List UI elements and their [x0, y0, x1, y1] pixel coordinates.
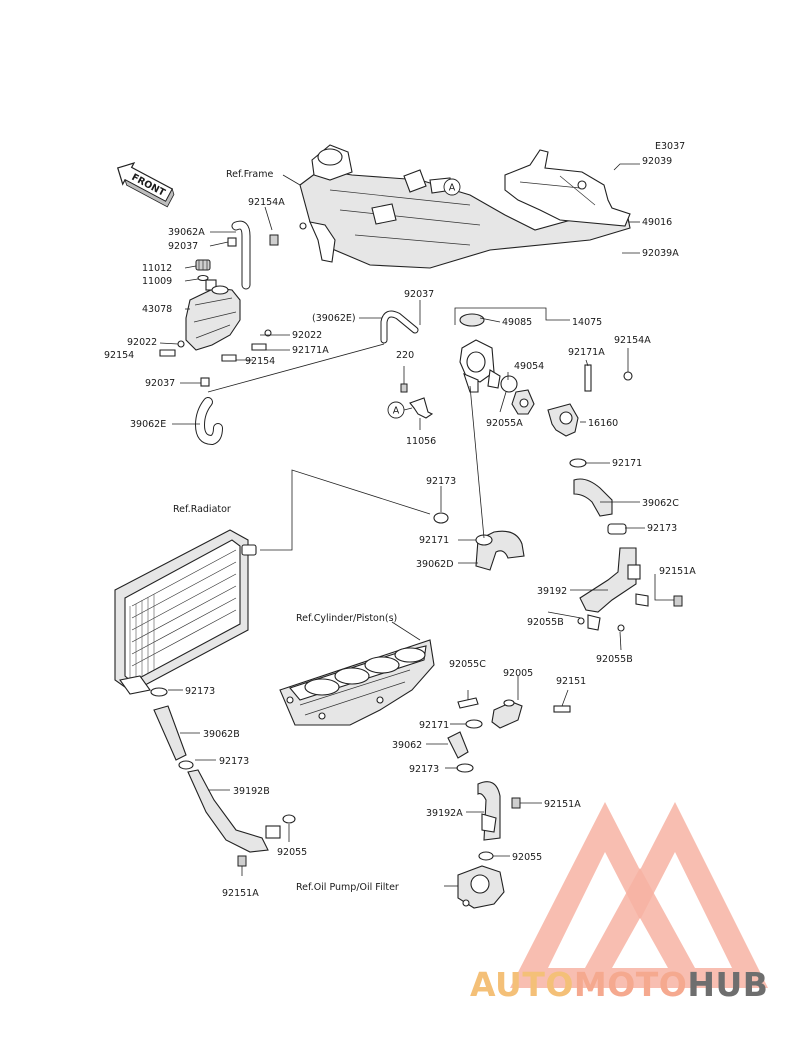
hose-39062-part: [447, 731, 474, 773]
label-11009: 11009: [142, 276, 172, 287]
label-92151A-left: 92151A: [222, 888, 259, 899]
thermostat-housing-part: [459, 313, 501, 393]
label-92039A: 92039A: [642, 248, 679, 259]
pipe-39192B-part: [187, 769, 296, 867]
label-92171-low: 92171: [419, 720, 449, 731]
label-92151: 92151: [556, 676, 586, 687]
part-labels: E3037 92039 49016 92039A Ref.Frame 92154…: [104, 141, 696, 899]
diagram-code: E3037: [655, 141, 685, 152]
front-arrow-icon: FRONT: [116, 162, 175, 208]
marker-a-bottom: A: [387, 401, 405, 419]
hose-39062D-part: [433, 512, 525, 571]
bracket-11056-part: [400, 383, 434, 419]
ref-frame-label: Ref.Frame: [226, 169, 273, 180]
hose-39062E-ref-part: [380, 310, 419, 344]
label-39062E: 39062E: [130, 419, 166, 430]
hose-39062A-part: [231, 220, 251, 290]
hose-39062C-part: [569, 458, 627, 535]
label-92151A-low: 92151A: [544, 799, 581, 810]
label-39062C: 39062C: [642, 498, 679, 509]
frame-bracket-part: [299, 221, 336, 263]
reservoir-bracket-part: [504, 149, 631, 227]
label-92154-b: 92154: [245, 356, 275, 367]
hose-39062E-part: [194, 397, 223, 446]
label-92173-upper: 92173: [426, 476, 456, 487]
label-92173-rad2: 92173: [219, 756, 249, 767]
label-92171A-right: 92171A: [568, 347, 605, 358]
label-92171A-left: 92171A: [292, 345, 329, 356]
label-92037-mid: 92037: [404, 289, 434, 300]
hose-39062B-part: [150, 687, 194, 770]
svg-text:AUTOMOTOHUB: AUTOMOTOHUB: [470, 965, 768, 1004]
thermostat-part: [500, 375, 535, 415]
label-39192: 39192: [537, 586, 567, 597]
reservoir-tank-part: [185, 279, 241, 351]
label-49016: 49016: [642, 217, 672, 228]
label-39062A: 39062A: [168, 227, 205, 238]
svg-text:A: A: [393, 406, 400, 417]
label-92005: 92005: [503, 668, 533, 679]
label-92037-left: 92037: [168, 241, 198, 252]
label-92055B-right: 92055B: [596, 654, 633, 665]
label-11012: 11012: [142, 263, 172, 274]
oil-pump-part: [457, 865, 505, 909]
label-92022-b: 92022: [292, 330, 322, 341]
watermark-hub: HUB: [687, 965, 768, 1004]
label-16160: 16160: [588, 418, 618, 429]
reservoir-cap-part: [195, 259, 211, 282]
label-92055C: 92055C: [449, 659, 486, 670]
bolts-left-part: [159, 234, 279, 387]
label-92173-low: 92173: [409, 764, 439, 775]
label-92022-a: 92022: [127, 337, 157, 348]
label-49054: 49054: [514, 361, 544, 372]
label-39062D: 39062D: [416, 559, 454, 570]
label-92055-low: 92055: [512, 852, 542, 863]
marker-a-top: A: [443, 178, 461, 196]
label-43078: 43078: [142, 304, 172, 315]
label-92154-a: 92154: [104, 350, 134, 361]
watermark-moto: MOTO: [574, 965, 687, 1004]
radiator-part: [114, 529, 257, 695]
leader-lines: [159, 163, 674, 887]
label-92151A-right: 92151A: [659, 566, 696, 577]
pipe-39192-part: [577, 547, 683, 632]
label-92173-rad: 92173: [185, 686, 215, 697]
label-92171-mid: 92171: [419, 535, 449, 546]
label-92039: 92039: [642, 156, 672, 167]
label-39062B: 39062B: [203, 729, 240, 740]
watermark-text: AUTOMOTOHUB: [470, 965, 768, 1004]
label-220: 220: [396, 350, 414, 361]
label-92171-right: 92171: [612, 458, 642, 469]
ref-cylinder-label: Ref.Cylinder/Piston(s): [296, 613, 397, 624]
ref-oil-pump-label: Ref.Oil Pump/Oil Filter: [296, 882, 399, 893]
water-outlet-part: [547, 364, 633, 437]
label-92037-lower: 92037: [145, 378, 175, 389]
label-49085: 49085: [502, 317, 532, 328]
pipe-39192A-part: [477, 781, 521, 861]
watermark-auto: AUTO: [470, 965, 574, 1004]
label-11056: 11056: [406, 436, 436, 447]
label-92173-right: 92173: [647, 523, 677, 534]
label-92055A: 92055A: [486, 418, 523, 429]
label-39062: 39062: [392, 740, 422, 751]
svg-text:A: A: [449, 183, 456, 194]
ref-radiator-label: Ref.Radiator: [173, 504, 231, 515]
label-92055B-left: 92055B: [527, 617, 564, 628]
fitting-92005-part: [457, 697, 571, 729]
label-39192A: 39192A: [426, 808, 463, 819]
label-92055: 92055: [277, 847, 307, 858]
label-39062E-ref: (39062E): [312, 313, 356, 324]
label-14075: 14075: [572, 317, 602, 328]
watermark-logo: [510, 802, 768, 988]
label-92154A-right: 92154A: [614, 335, 651, 346]
label-39192B: 39192B: [233, 786, 270, 797]
label-92154A-top: 92154A: [248, 197, 285, 208]
cylinder-block-part: [279, 639, 435, 726]
